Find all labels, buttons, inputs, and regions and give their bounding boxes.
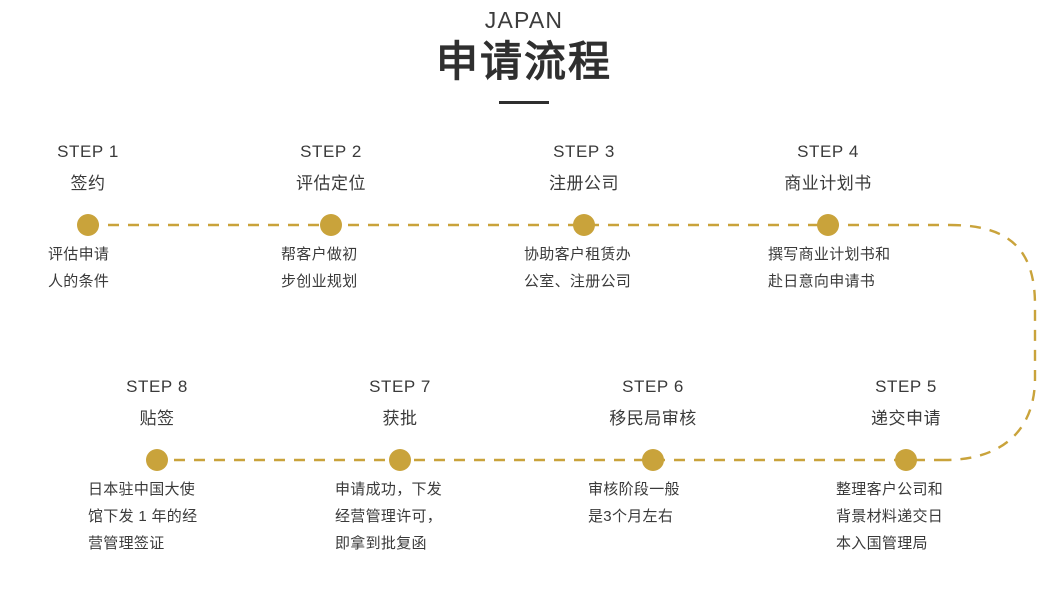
step-5-head: STEP 5 递交申请 [791, 375, 1021, 432]
step-4-number: STEP 4 [797, 142, 859, 161]
step-6-head: STEP 6 移民局审核 [538, 375, 768, 432]
step-1-number: STEP 1 [57, 142, 119, 161]
timeline-dot-step-3 [573, 214, 595, 236]
timeline-dot-step-7 [389, 449, 411, 471]
step-2-number: STEP 2 [300, 142, 362, 161]
step-item-1[interactable]: STEP 1 签约 [0, 140, 203, 197]
page-header: JAPAN 申请流程 [0, 0, 1048, 104]
title-divider [499, 101, 549, 104]
step-2-description: 帮客户做初 步创业规划 [281, 246, 358, 290]
timeline-dot-step-6 [642, 449, 664, 471]
step-item-8[interactable]: STEP 8 贴签 [42, 375, 272, 432]
step-7-description: 申请成功，下发 经营管理许可， 即拿到批复函 [335, 481, 443, 552]
step-6-description: 审核阶段一般 是3个月左右 [588, 481, 680, 525]
step-2-head: STEP 2 评估定位 [216, 140, 446, 197]
step-4-head: STEP 4 商业计划书 [713, 140, 943, 197]
timeline-dot-step-4 [817, 214, 839, 236]
page-title: 申请流程 [435, 38, 612, 85]
step-8-name: 贴签 [139, 409, 175, 428]
step-7-number: STEP 7 [369, 377, 431, 396]
step-3-number: STEP 3 [553, 142, 615, 161]
connector-uturn [944, 223, 1037, 462]
timeline-dot-step-1 [77, 214, 99, 236]
step-1-name: 签约 [70, 174, 106, 193]
step-5-description: 整理客户公司和 背景材料递交日 本入国管理局 [836, 481, 944, 552]
step-2-name: 评估定位 [296, 174, 366, 193]
step-3-head: STEP 3 注册公司 [469, 140, 699, 197]
timeline-dot-step-5 [895, 449, 917, 471]
step-item-6[interactable]: STEP 6 移民局审核 [538, 375, 768, 432]
step-8-head: STEP 8 贴签 [42, 375, 272, 432]
step-item-2[interactable]: STEP 2 评估定位 [216, 140, 446, 197]
step-3-description: 协助客户租赁办 公室、注册公司 [524, 246, 632, 290]
step-item-4[interactable]: STEP 4 商业计划书 [713, 140, 943, 197]
step-3-name: 注册公司 [549, 174, 619, 193]
step-1-head: STEP 1 签约 [0, 140, 203, 197]
step-4-description: 撰写商业计划书和 赴日意向申请书 [768, 246, 891, 290]
step-7-name: 获批 [382, 409, 418, 428]
step-8-number: STEP 8 [126, 377, 188, 396]
timeline-dot-step-2 [320, 214, 342, 236]
step-6-number: STEP 6 [622, 377, 684, 396]
step-6-name: 移民局审核 [609, 409, 697, 428]
step-4-name: 商业计划书 [784, 174, 872, 193]
step-1-description: 评估申请 人的条件 [48, 246, 110, 290]
step-5-name: 递交申请 [871, 409, 941, 428]
step-8-description: 日本驻中国大使 馆下发 1 年的经 营管理签证 [88, 481, 198, 552]
timeline-dot-step-8 [146, 449, 168, 471]
step-7-head: STEP 7 获批 [285, 375, 515, 432]
step-5-number: STEP 5 [875, 377, 937, 396]
step-item-7[interactable]: STEP 7 获批 [285, 375, 515, 432]
step-item-5[interactable]: STEP 5 递交申请 [791, 375, 1021, 432]
step-item-3[interactable]: STEP 3 注册公司 [469, 140, 699, 197]
header-eyebrow: JAPAN [484, 7, 564, 33]
